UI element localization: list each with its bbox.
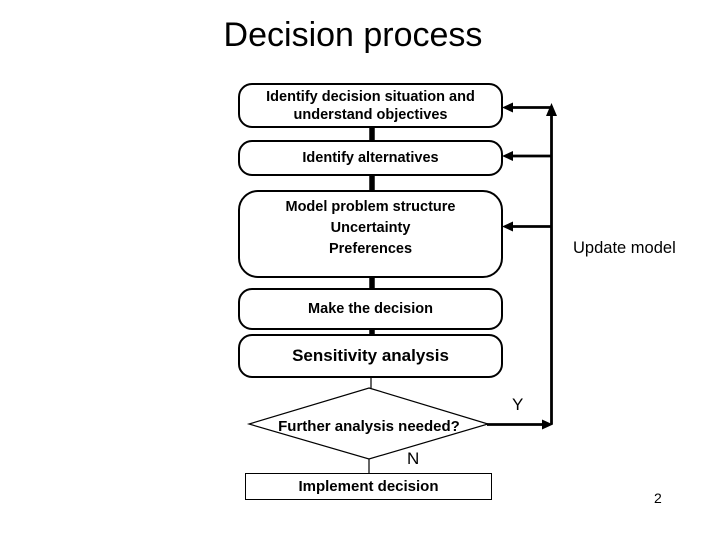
arrow-into-box3-icon <box>502 221 513 232</box>
flow-box-text: Identify alternatives <box>302 150 439 166</box>
flow-box-text: Identify decision situation and <box>266 88 475 105</box>
flow-box-sensitivity-analysis: Sensitivity analysis <box>238 334 503 378</box>
flow-box-identify-alternatives: Identify alternatives <box>238 140 503 176</box>
yes-branch-label: Y <box>512 395 524 414</box>
flow-box-model-problem: Model problem structure Uncertainty Pref… <box>238 190 503 278</box>
decision-diamond <box>246 387 491 460</box>
diamond-connectors <box>368 376 372 474</box>
flow-box-text: Preferences <box>328 241 413 257</box>
update-model-label: Update model <box>573 239 676 257</box>
slide-title: Decision process <box>223 16 483 54</box>
flow-box-text: Model problem structure <box>285 199 456 215</box>
arrow-yes-icon <box>542 419 553 430</box>
arrow-into-box1-icon <box>502 102 513 113</box>
arrow-up-icon <box>546 103 557 116</box>
flow-box-implement-decision: Implement decision <box>245 473 492 500</box>
flow-box-text: Sensitivity analysis <box>292 346 449 365</box>
no-branch-label: N <box>407 449 420 468</box>
arrowheads <box>502 102 557 430</box>
decision-diamond-label: Further analysis needed? <box>278 418 460 435</box>
flow-box-make-decision: Make the decision <box>238 288 503 330</box>
flow-box-text: Uncertainty <box>330 220 411 236</box>
arrow-into-box2-icon <box>502 151 513 161</box>
flow-box-text: Implement decision <box>298 478 439 495</box>
page-number: 2 <box>654 490 662 506</box>
flow-box-identify-situation: Identify decision situation and understa… <box>238 83 503 128</box>
flow-box-text: Make the decision <box>308 301 433 317</box>
flow-box-text: understand objectives <box>293 106 448 123</box>
feedback-loop <box>487 106 553 426</box>
